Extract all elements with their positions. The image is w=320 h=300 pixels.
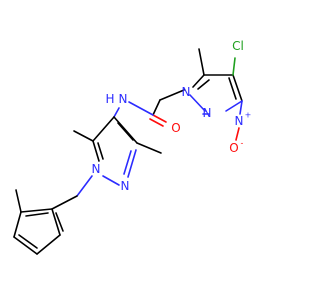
bond bbox=[232, 57, 236, 76]
atom-nh: N bbox=[119, 92, 128, 106]
bond bbox=[13, 211, 22, 238]
bond bbox=[149, 118, 164, 127]
atom-labels: Cl N N N + O - O N H N N bbox=[92, 39, 252, 193]
bond bbox=[13, 236, 38, 255]
bond bbox=[235, 127, 240, 141]
bond bbox=[25, 212, 49, 217]
bond bbox=[152, 99, 161, 116]
atom-o-nitro: O bbox=[229, 141, 238, 155]
atom-n-pyrazole-bottom-2: N bbox=[121, 179, 130, 193]
bond bbox=[113, 116, 138, 144]
bond bbox=[15, 189, 22, 213]
bond bbox=[73, 130, 94, 142]
bond bbox=[92, 140, 100, 162]
bond bbox=[55, 212, 64, 232]
bond bbox=[113, 107, 120, 118]
bond bbox=[239, 100, 243, 115]
bond bbox=[117, 122, 134, 141]
bond bbox=[92, 116, 115, 142]
bond bbox=[198, 48, 205, 76]
bond bbox=[197, 79, 210, 90]
bond bbox=[51, 195, 78, 210]
bond bbox=[76, 175, 93, 197]
atom-n-pyrazole-bottom-1: N bbox=[92, 162, 101, 176]
chemical-structure: Cl N N N + O - O N H N N bbox=[13, 39, 252, 255]
atom-n-pyrazole-top-1: N bbox=[182, 85, 191, 99]
atom-n-pyrazole-top-2: N bbox=[203, 106, 212, 120]
bond bbox=[159, 89, 185, 101]
bond bbox=[18, 234, 38, 249]
charge-plus: + bbox=[245, 111, 252, 120]
bond bbox=[128, 101, 154, 116]
bond bbox=[127, 149, 137, 178]
bond bbox=[232, 74, 243, 102]
atom-o-carbonyl: O bbox=[171, 121, 180, 135]
bond bbox=[152, 114, 167, 123]
bond bbox=[97, 142, 104, 160]
bond bbox=[225, 100, 243, 112]
bond bbox=[20, 208, 53, 213]
bond bbox=[123, 150, 132, 175]
atom-h: H bbox=[105, 92, 114, 106]
bond bbox=[136, 142, 162, 154]
charge-minus: - bbox=[241, 139, 244, 148]
bonds bbox=[13, 48, 243, 255]
atom-n-nitro: N bbox=[235, 114, 244, 128]
atom-cl: Cl bbox=[232, 39, 244, 53]
bond bbox=[36, 234, 61, 255]
bond bbox=[102, 175, 120, 186]
bond bbox=[51, 208, 61, 236]
bond bbox=[192, 74, 205, 88]
bond bbox=[189, 94, 206, 112]
bond bbox=[228, 77, 237, 100]
